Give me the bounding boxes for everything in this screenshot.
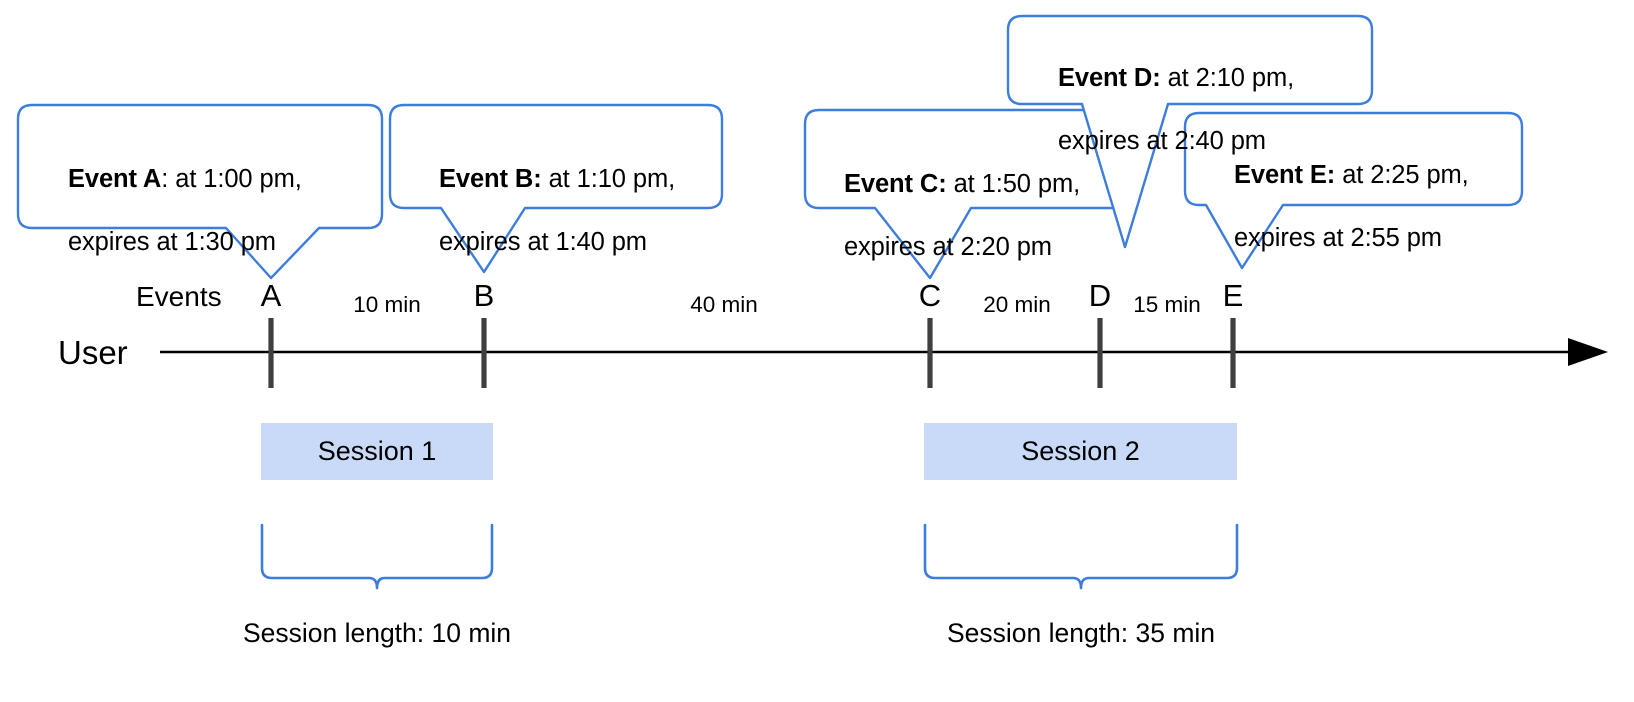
gap-label-d-e: 15 min [1133, 292, 1201, 317]
callout-e-shape [1183, 111, 1524, 270]
session-1-label: Session 1 [317, 436, 437, 466]
callout-e-name: Event E [1233, 160, 1327, 189]
brace-session-1 [260, 523, 494, 590]
gap-label-b-c: 40 min [690, 292, 758, 317]
session-1-length-label: Session length: 10 min [242, 618, 512, 648]
event-letter-e: E [1222, 278, 1244, 313]
callout-a-name: Event A [67, 164, 162, 193]
callout-d-shape [1006, 14, 1374, 249]
event-letter-d: D [1088, 278, 1112, 313]
callout-e-sep: : [1326, 160, 1336, 189]
callout-c-line2: expires at 2:20 pm [843, 232, 1052, 261]
session-box-2[interactable]: Session 2 [924, 423, 1237, 480]
gap-label-c-d: 20 min [983, 292, 1051, 317]
callout-d-sep: : [1152, 63, 1161, 92]
callout-b-sep: : [533, 164, 542, 193]
gap-label-a-b: 10 min [353, 292, 421, 317]
callout-a-line1-rest: at 1:00 pm, [168, 164, 302, 193]
callout-e-line1-bold: Event E: [1234, 161, 1335, 189]
events-row-label: Events [136, 281, 222, 312]
callout-b-name: Event B [438, 164, 534, 193]
session-2-length-label: Session length: 35 min [946, 618, 1216, 648]
callout-c-sep: : [938, 169, 947, 198]
callout-a-sep: : [161, 164, 169, 193]
callout-b-line1-bold: Event B: [439, 165, 542, 193]
session-2-label: Session 2 [1021, 436, 1140, 466]
callout-d-line1-bold: Event D: [1058, 64, 1161, 92]
callout-a-text: Event A: at 1:00 pm, expires at 1:30 pm [40, 132, 380, 290]
event-letter-c: C [918, 278, 942, 313]
event-letter-a: A [260, 278, 282, 313]
callout-b-line2: expires at 1:40 pm [438, 227, 647, 256]
timeline-arrow-icon [1568, 338, 1608, 366]
callout-a-line1: Event A: at 1:00 pm, [68, 165, 302, 193]
session-box-1[interactable]: Session 1 [261, 423, 493, 480]
callout-d-text: Event D: at 2:10 pm, expires at 2:40 pm [1030, 31, 1360, 189]
callout-a-shape [16, 103, 384, 280]
callout-e-line1-rest: at 2:25 pm, [1335, 160, 1469, 189]
callout-b-text: Event B: at 1:10 pm, expires at 1:40 pm [411, 132, 721, 290]
callout-c-name: Event C [843, 169, 939, 198]
callout-d-line1-rest: at 2:10 pm, [1160, 63, 1295, 92]
callout-c-line1-bold: Event C: [844, 170, 947, 198]
callout-d-name: Event D [1057, 63, 1153, 92]
callout-c-line1-rest: at 1:50 pm, [946, 169, 1081, 198]
callout-e-text: Event E: at 2:25 pm, expires at 2:55 pm [1206, 128, 1526, 286]
callout-a-line2: expires at 1:30 pm [67, 227, 276, 256]
callout-b-shape [388, 103, 724, 274]
brace-session-2 [923, 523, 1239, 590]
lane-label-user: User [58, 334, 128, 371]
callout-e-line2: expires at 2:55 pm [1233, 223, 1442, 252]
callout-b-line1-rest: at 1:10 pm, [541, 164, 676, 193]
callout-c-text: Event C: at 1:50 pm, expires at 2:20 pm [816, 137, 1131, 295]
callout-d-line2: expires at 2:40 pm [1057, 126, 1266, 155]
event-letter-b: B [473, 278, 495, 313]
